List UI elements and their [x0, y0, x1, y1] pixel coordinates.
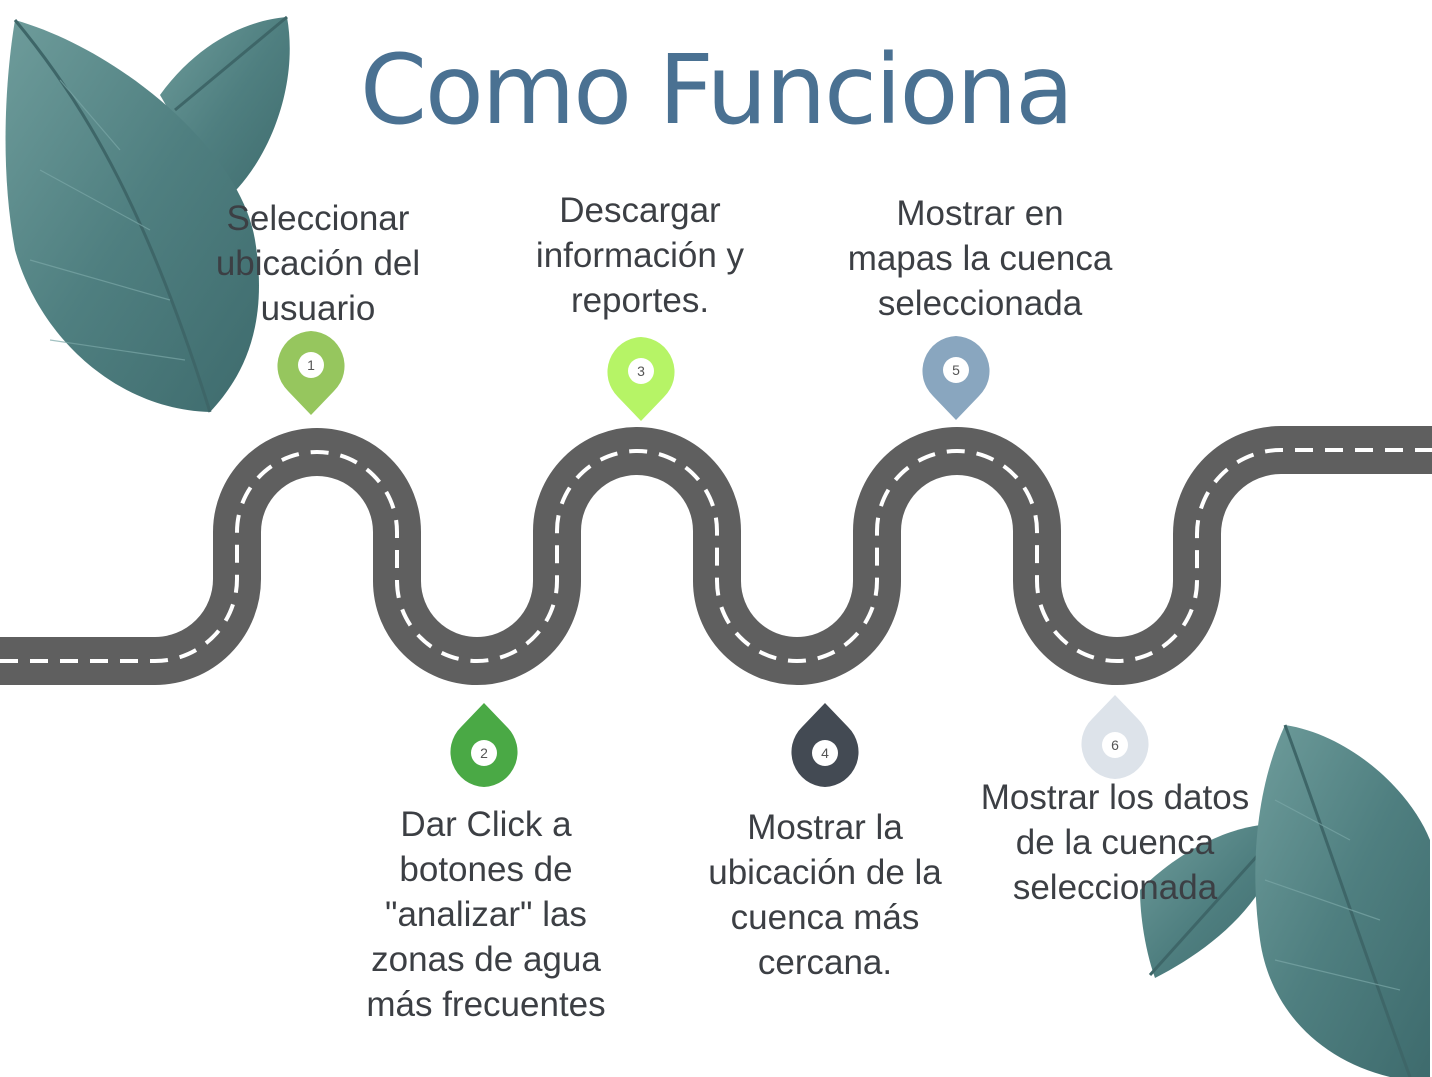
marker-number-1: 1: [307, 357, 315, 373]
step-marker-5: 5: [922, 336, 990, 420]
marker-number-6: 6: [1111, 737, 1119, 753]
step-4-text: Mostrar la ubicación de la cuenca más ce…: [708, 808, 942, 982]
marker-number-3: 3: [637, 363, 645, 379]
step-6-text: Mostrar los datos de la cuenca seleccion…: [980, 778, 1250, 907]
marker-number-4: 4: [821, 745, 829, 761]
step-2-text: Dar Click a botones de "analizar" las zo…: [366, 805, 606, 1024]
leaf-decoration-top-left: [5, 15, 290, 413]
leaf-decoration-bottom-right: [1140, 724, 1430, 1077]
step-3-text: Descargar información y reportes.: [535, 191, 745, 320]
step-marker-4: 4: [791, 703, 859, 787]
step-marker-2: 2: [450, 703, 518, 787]
step-marker-6: 6: [1081, 695, 1149, 779]
step-marker-3: 3: [607, 337, 675, 421]
page-title: Como Funciona: [359, 34, 1074, 146]
marker-number-5: 5: [952, 362, 960, 378]
step-1-text: Seleccionar ubicación del usuario: [215, 199, 421, 328]
step-marker-1: 1: [277, 331, 345, 415]
winding-road: [0, 426, 1432, 685]
step-5-text: Mostrar en mapas la cuenca seleccionada: [847, 194, 1113, 323]
marker-number-2: 2: [480, 745, 488, 761]
